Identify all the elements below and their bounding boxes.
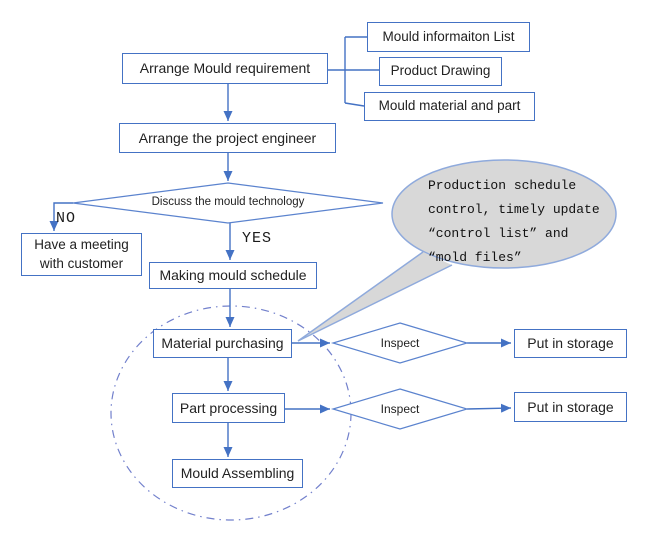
making-mould-schedule-box: Making mould schedule — [149, 262, 317, 289]
put-in-storage-box-1: Put in storage — [514, 329, 627, 358]
discuss-mould-technology-diamond — [72, 182, 384, 224]
yes-branch-label: YES — [242, 230, 273, 247]
arrange-mould-requirement-box: Arrange Mould requirement — [122, 53, 328, 84]
part-processing-box: Part processing — [172, 393, 285, 423]
callout-note: Production schedule control, timely upda… — [428, 174, 618, 270]
callout-bubble — [391, 159, 617, 269]
flow-arrows — [49, 84, 512, 457]
product-drawing-box: Product Drawing — [379, 57, 502, 86]
no-branch-label: NO — [56, 210, 77, 227]
callout-line-1: Production schedule — [428, 178, 577, 193]
callout-line-3: “control list” and — [428, 226, 569, 241]
put-in-storage-box-2: Put in storage — [514, 392, 627, 422]
discuss-mould-technology-label: Discuss the mould technology — [151, 196, 305, 208]
material-purchasing-box: Material purchasing — [153, 329, 292, 358]
mould-material-and-part-box: Mould material and part — [364, 92, 535, 121]
mould-information-list-box: Mould informaiton List — [367, 22, 530, 52]
requirement-reference-connectors — [328, 36, 379, 107]
callout-line-2: control, timely update — [428, 202, 600, 217]
inspect-label-1: Inspect — [380, 336, 420, 350]
inspect-label-2: Inspect — [380, 402, 420, 416]
callout-tail — [297, 251, 453, 342]
callout-line-4: “mold files” — [428, 250, 522, 265]
inspect-diamond-2 — [330, 388, 470, 430]
have-meeting-with-customer-box: Have a meeting with customer — [21, 233, 142, 276]
inspect-diamond-1 — [330, 322, 470, 364]
mould-assembling-box: Mould Assembling — [172, 459, 303, 488]
arrange-project-engineer-box: Arrange the project engineer — [119, 123, 336, 153]
